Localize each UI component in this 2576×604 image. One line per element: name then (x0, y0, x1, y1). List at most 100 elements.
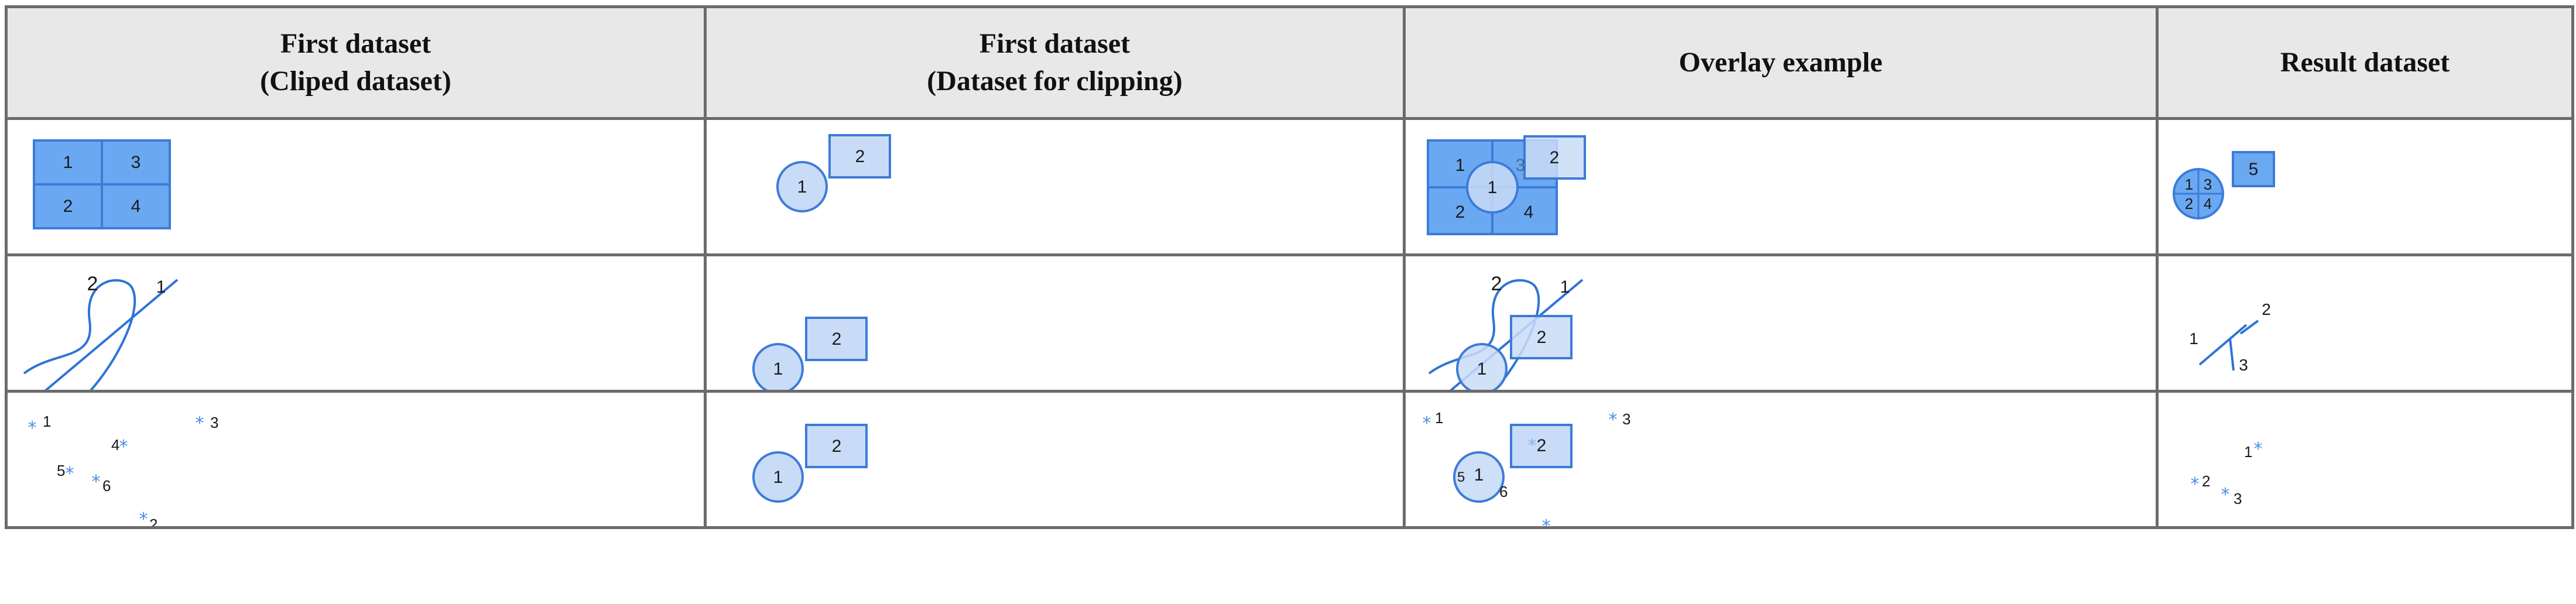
point-result-cell: 1 * * 2 * 3 (2156, 390, 2574, 529)
header-line1: First dataset (280, 28, 431, 59)
header-overlay-example: Overlay example (1403, 5, 2159, 120)
clip-rectangle-label: 2 (832, 437, 842, 456)
header-result-dataset: Result dataset (2156, 5, 2574, 120)
point-label: 2 (1553, 523, 1561, 528)
clip-circle-label: 1 (1474, 465, 1484, 485)
point-label: 2 (2202, 472, 2210, 490)
clip-rectangle-label: 2 (832, 330, 842, 349)
point-clipped-cell: * 1 * 3 4 * 5 * * 6 * 2 (5, 390, 707, 529)
star-icon: * (2191, 474, 2200, 495)
clip-rectangle-label: 2 (1550, 148, 1560, 167)
result-label: 1 (2189, 330, 2198, 348)
region-result-figure: 1 3 2 4 5 (2173, 151, 2275, 219)
point-label: 2 (149, 516, 157, 528)
clip-rectangle (805, 424, 868, 468)
point-overlay-figure: * 1 * 3 * 2 1 5 6 * 2 (1423, 409, 1631, 528)
result-label: 3 (2204, 176, 2212, 193)
point-result-figure: 1 * * 2 * 3 (2191, 439, 2263, 507)
clip-circle (776, 161, 828, 212)
header-line1: Result dataset (2280, 47, 2450, 78)
clip-rectangle-label: 2 (1537, 328, 1547, 347)
result-label: 3 (2239, 356, 2248, 374)
region-label: 1 (63, 153, 73, 172)
point-clipped-figure: * 1 * 3 4 * 5 * * 6 * 2 (28, 413, 219, 528)
overlay-table: First dataset (Cliped dataset) First dat… (5, 5, 2574, 529)
clip-rectangle-label: 2 (855, 147, 865, 166)
point-clip-figure: 1 2 (752, 424, 868, 503)
point-label: 4 (111, 436, 119, 454)
line-clip-cell: 1 2 (704, 253, 1406, 393)
line-overlay-cell: 2 1 1 2 (1403, 253, 2159, 393)
line-label: 2 (1491, 273, 1502, 295)
clip-rectangle (1523, 135, 1586, 180)
point-clip-cell: 1 2 (704, 390, 1406, 529)
line-label: 1 (156, 277, 166, 297)
region-label: 3 (131, 153, 141, 172)
star-icon: * (28, 418, 37, 438)
point-label: 5 (1457, 469, 1465, 485)
region-polygon-2 (33, 183, 103, 229)
clip-rectangle (805, 317, 868, 361)
region-label: 1 (1455, 156, 1465, 175)
point-row: * 1 * 3 4 * 5 * * 6 * 2 1 2 (5, 390, 2574, 529)
result-label: 2 (2185, 195, 2193, 212)
header-row: First dataset (Cliped dataset) First dat… (5, 5, 2574, 120)
line-label: 2 (87, 273, 98, 295)
star-icon: * (1609, 410, 1618, 430)
region-clipped-figure: 1 3 2 4 (33, 139, 171, 229)
clip-circle (752, 451, 804, 503)
star-icon: * (1542, 516, 1551, 528)
line-clipped-figure: 2 1 (23, 273, 179, 389)
clip-circle (1456, 343, 1508, 389)
line-feature-1 (46, 279, 179, 389)
star-icon: * (2254, 439, 2263, 459)
region-label: 2 (63, 197, 73, 216)
point-label: 1 (2244, 443, 2252, 461)
header-line1: Overlay example (1678, 47, 1883, 78)
clip-circle-label: 1 (773, 468, 783, 487)
result-line-1 (2198, 324, 2248, 366)
point-label: 1 (1435, 409, 1443, 427)
header-line1: First dataset (979, 28, 1131, 59)
result-region-5 (2232, 151, 2275, 187)
line-label: 1 (1560, 277, 1570, 297)
region-clipped-cell: 1 3 2 4 (5, 117, 707, 256)
line-result-cell: 1 2 3 (2156, 253, 2574, 393)
clip-circle (1453, 451, 1505, 503)
star-icon: * (196, 413, 204, 434)
line-overlay-figure: 2 1 1 2 (1428, 273, 1584, 389)
star-icon: * (66, 464, 74, 484)
point-label: 6 (1499, 483, 1508, 500)
line-clipped-cell: 2 1 (5, 253, 707, 393)
clip-circle (1466, 161, 1519, 214)
point-label: 3 (210, 414, 218, 431)
clip-rectangle-label: 2 (1537, 436, 1547, 455)
clip-rectangle (1510, 315, 1573, 359)
header-clipped-dataset: First dataset (Cliped dataset) (5, 5, 707, 120)
clip-circle-label: 1 (797, 177, 807, 197)
region-row: 1 3 2 4 1 2 1 3 (5, 117, 2574, 256)
region-overlay-figure: 1 3 2 4 1 2 (1427, 135, 1586, 235)
region-result-cell: 1 3 2 4 5 (2156, 117, 2574, 256)
point-label: 1 (43, 413, 51, 430)
region-clip-cell: 1 2 (704, 117, 1406, 256)
clip-circle (752, 343, 804, 389)
star-icon: * (1528, 435, 1537, 456)
point-label: 3 (2234, 490, 2242, 507)
clip-circle-label: 1 (1477, 359, 1487, 379)
point-label: 6 (102, 477, 111, 495)
line-result-figure: 1 2 3 (2189, 300, 2271, 374)
clip-circle-label: 1 (1488, 178, 1498, 197)
line-clip-figure: 1 2 (752, 317, 868, 389)
clip-rectangle (828, 134, 891, 179)
region-label: 4 (131, 197, 141, 216)
header-line2: (Cliped dataset) (260, 66, 451, 97)
line-feature-2 (23, 279, 136, 389)
region-label: 4 (1524, 203, 1534, 222)
region-clip-figure: 1 2 (776, 134, 891, 212)
result-label: 1 (2185, 176, 2193, 193)
star-icon: * (1423, 413, 1431, 434)
point-label: 3 (1622, 410, 1630, 428)
region-label: 3 (1516, 156, 1526, 175)
